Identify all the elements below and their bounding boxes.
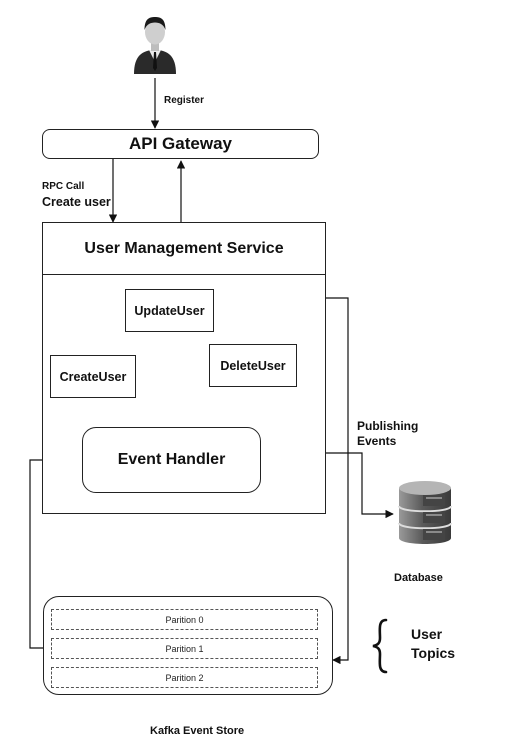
partition-2: Parition 2 bbox=[51, 667, 318, 688]
user-management-service-title: User Management Service bbox=[84, 239, 284, 257]
api-gateway-box: API Gateway bbox=[42, 129, 319, 159]
database-label: Database bbox=[394, 572, 443, 584]
database-cylinder-icon bbox=[393, 478, 457, 550]
partition-2-label: Parition 2 bbox=[165, 672, 204, 683]
publishing-events-arrow bbox=[325, 452, 394, 519]
partition-0: Parition 0 bbox=[51, 609, 318, 630]
kafka-event-store-label: Kafka Event Store bbox=[150, 725, 245, 737]
update-user-label: UpdateUser bbox=[134, 303, 205, 318]
user-topics-label-line2: Topics bbox=[411, 645, 456, 661]
partition-0-label: Parition 0 bbox=[165, 614, 204, 625]
publishing-label: Publishing bbox=[357, 419, 419, 433]
partition-1: Parition 1 bbox=[51, 638, 318, 659]
create-user-label: Create user bbox=[42, 195, 111, 209]
events-label: Events bbox=[357, 434, 397, 448]
event-handler-box: Event Handler bbox=[82, 427, 261, 493]
create-user-box: CreateUser bbox=[50, 355, 136, 398]
curly-brace-icon bbox=[370, 618, 392, 674]
user-avatar-icon bbox=[130, 10, 180, 74]
user-management-service-header: User Management Service bbox=[43, 223, 325, 275]
delete-user-box: DeleteUser bbox=[209, 344, 297, 387]
register-label: Register bbox=[164, 95, 205, 106]
api-gateway-label: API Gateway bbox=[129, 134, 232, 153]
delete-user-label: DeleteUser bbox=[220, 358, 286, 373]
rpc-call-label: RPC Call bbox=[42, 181, 85, 192]
partition-1-label: Parition 1 bbox=[165, 643, 204, 654]
update-user-box: UpdateUser bbox=[125, 289, 214, 332]
user-topics-label-line1: User bbox=[411, 626, 443, 642]
create-user-box-label: CreateUser bbox=[59, 369, 127, 384]
event-handler-label: Event Handler bbox=[117, 451, 226, 468]
